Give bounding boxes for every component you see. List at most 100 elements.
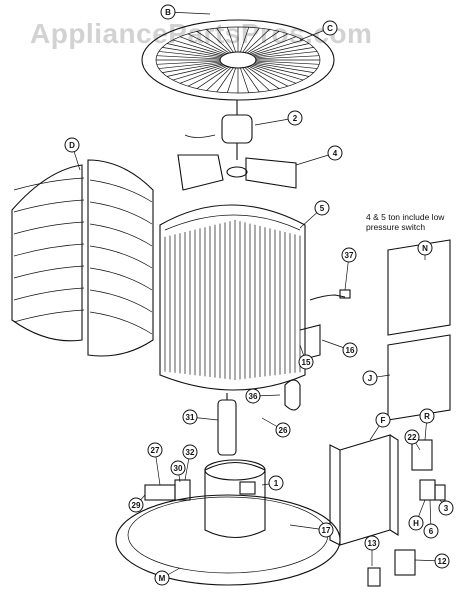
callout-27: 27 — [147, 442, 163, 486]
callout-label-j: J — [368, 374, 372, 383]
callout-bubble-12 — [434, 553, 450, 569]
note-low-pressure-switch: 4 & 5 ton include low pressure switch — [366, 212, 445, 232]
callout-label-4: 4 — [333, 149, 338, 158]
callout-label-16: 16 — [346, 346, 355, 355]
callout-bubble-22 — [404, 429, 420, 445]
callout-label-r: R — [424, 412, 430, 421]
callout-bubble-r — [419, 408, 435, 424]
callout-n: N — [417, 240, 433, 260]
callout-30: 30 — [170, 460, 186, 483]
callout-label-29: 29 — [132, 501, 141, 510]
callout-label-n: N — [422, 244, 428, 253]
callout-2: 2 — [254, 110, 303, 126]
callout-bubble-3 — [438, 500, 454, 516]
callout-bubble-29 — [128, 497, 144, 513]
callout-13: 13 — [364, 535, 380, 566]
callout-bubble-17 — [318, 522, 334, 538]
callout-bubble-f — [375, 412, 391, 428]
callout-label-22: 22 — [408, 433, 417, 442]
callout-31: 31 — [182, 409, 219, 425]
small-parts — [144, 479, 191, 501]
callout-bubble-16 — [342, 342, 358, 358]
callout-bubble-13 — [364, 535, 380, 551]
pressure-switch — [309, 289, 351, 301]
callout-bubble-32 — [182, 444, 198, 460]
callout-bubble-c — [322, 20, 338, 36]
callout-m: M — [154, 567, 181, 586]
electrical-components — [411, 439, 446, 501]
callout-bubble-36 — [245, 388, 261, 404]
callout-h: H — [408, 499, 426, 531]
callout-label-32: 32 — [186, 448, 195, 457]
contactor — [367, 549, 416, 587]
callout-label-13: 13 — [368, 539, 377, 548]
callout-label-f: F — [381, 416, 386, 425]
callout-label-1: 1 — [274, 479, 279, 488]
callout-label-26: 26 — [279, 426, 288, 435]
callout-label-5: 5 — [320, 204, 325, 213]
callout-bubble-2 — [287, 110, 303, 126]
callout-label-31: 31 — [186, 413, 195, 422]
fan-motor — [184, 100, 253, 160]
callout-label-h: H — [413, 519, 419, 528]
callout-bubble-5 — [314, 200, 330, 216]
callout-bubble-31 — [182, 409, 198, 425]
callout-label-m: M — [159, 574, 166, 583]
callout-37: 37 — [341, 247, 357, 291]
condenser-coil — [159, 204, 306, 391]
callout-bubble-4 — [327, 145, 343, 161]
callout-label-3: 3 — [444, 504, 449, 513]
callout-bubble-d — [64, 137, 80, 153]
callout-1: 1 — [261, 475, 284, 491]
callout-4: 4 — [295, 145, 343, 166]
callout-bubble-n — [417, 240, 433, 256]
callout-6: 6 — [423, 499, 439, 539]
callout-r: R — [419, 408, 435, 441]
callout-label-2: 2 — [293, 114, 298, 123]
callout-3: 3 — [438, 499, 454, 516]
callout-f: F — [369, 412, 391, 441]
callout-j: J — [362, 370, 391, 386]
callout-bubble-15 — [298, 354, 314, 370]
callout-26: 26 — [261, 417, 291, 438]
callout-label-37: 37 — [345, 251, 354, 260]
wire-guard — [11, 159, 154, 357]
callout-bubble-j — [362, 370, 378, 386]
callout-label-b: B — [165, 8, 171, 17]
callout-15: 15 — [298, 344, 314, 370]
callout-label-d: D — [69, 141, 75, 150]
base-pan — [115, 494, 341, 586]
callout-bubble-26 — [275, 422, 291, 438]
fan-grille — [141, 19, 335, 101]
callout-bubble-h — [408, 515, 424, 531]
callout-b: B — [160, 4, 211, 20]
callout-17: 17 — [289, 522, 334, 538]
callout-label-12: 12 — [438, 557, 447, 566]
callout-bubble-b — [160, 4, 176, 20]
callout-bubble-1 — [268, 475, 284, 491]
control-box — [329, 434, 399, 546]
callout-label-c: C — [327, 24, 333, 33]
callout-label-17: 17 — [322, 526, 331, 535]
callout-16: 16 — [321, 339, 358, 358]
callout-bubble-37 — [341, 247, 357, 263]
callout-36: 36 — [245, 388, 281, 404]
callout-bubble-27 — [147, 442, 163, 458]
callout-29: 29 — [128, 494, 146, 513]
callout-d: D — [64, 137, 81, 171]
accumulator — [217, 393, 237, 456]
compressor — [204, 459, 266, 538]
callout-32: 32 — [182, 444, 198, 481]
callout-bubble-m — [154, 570, 170, 586]
callout-22: 22 — [404, 429, 421, 451]
fan-blade — [177, 154, 297, 191]
callout-c: C — [299, 20, 338, 41]
access-panels — [387, 239, 451, 421]
callout-label-6: 6 — [429, 527, 434, 536]
callout-12: 12 — [414, 553, 450, 569]
callout-label-27: 27 — [151, 446, 160, 455]
callout-label-15: 15 — [302, 358, 311, 367]
callout-label-30: 30 — [174, 464, 183, 473]
